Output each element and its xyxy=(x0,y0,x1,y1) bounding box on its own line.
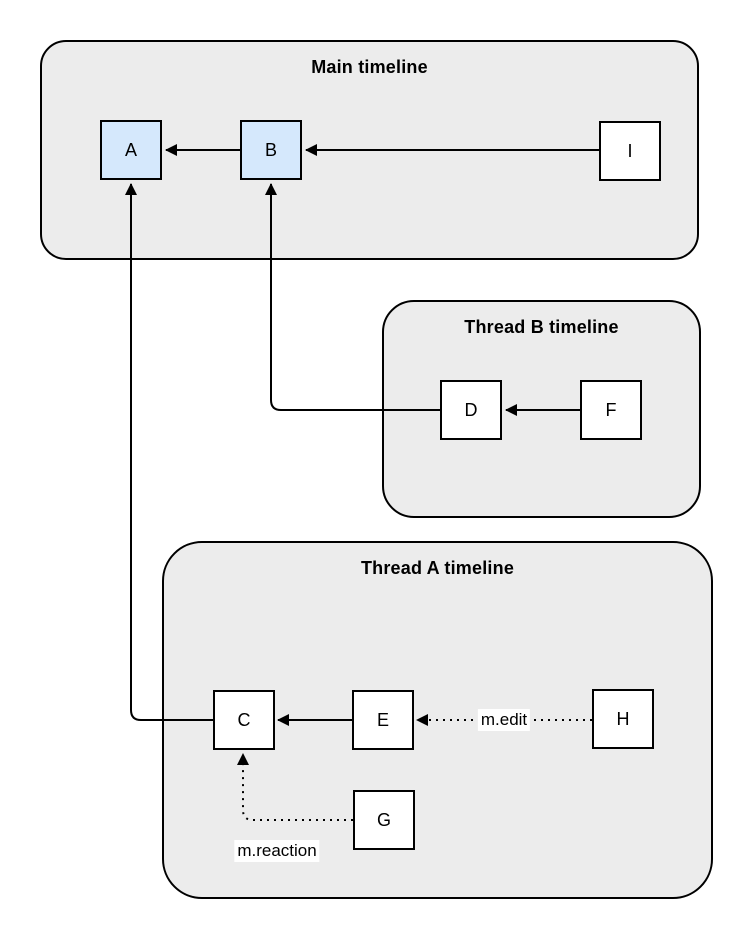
edge-label-m-reaction: m.reaction xyxy=(234,840,320,862)
event-node-f: F xyxy=(580,380,642,440)
edge-label-m-edit: m.edit xyxy=(477,709,531,731)
thread-b-timeline-container: Thread B timeline xyxy=(382,300,701,518)
event-node-d: D xyxy=(440,380,502,440)
thread-b-timeline-title: Thread B timeline xyxy=(464,317,619,337)
main-timeline-title: Main timeline xyxy=(311,57,428,77)
event-node-i: I xyxy=(599,121,661,181)
event-node-a: A xyxy=(100,120,162,180)
event-node-h: H xyxy=(592,689,654,749)
event-node-e: E xyxy=(352,690,414,750)
thread-a-timeline-title: Thread A timeline xyxy=(360,558,515,578)
event-node-c: C xyxy=(213,690,275,750)
event-node-g: G xyxy=(353,790,415,850)
event-node-b: B xyxy=(240,120,302,180)
